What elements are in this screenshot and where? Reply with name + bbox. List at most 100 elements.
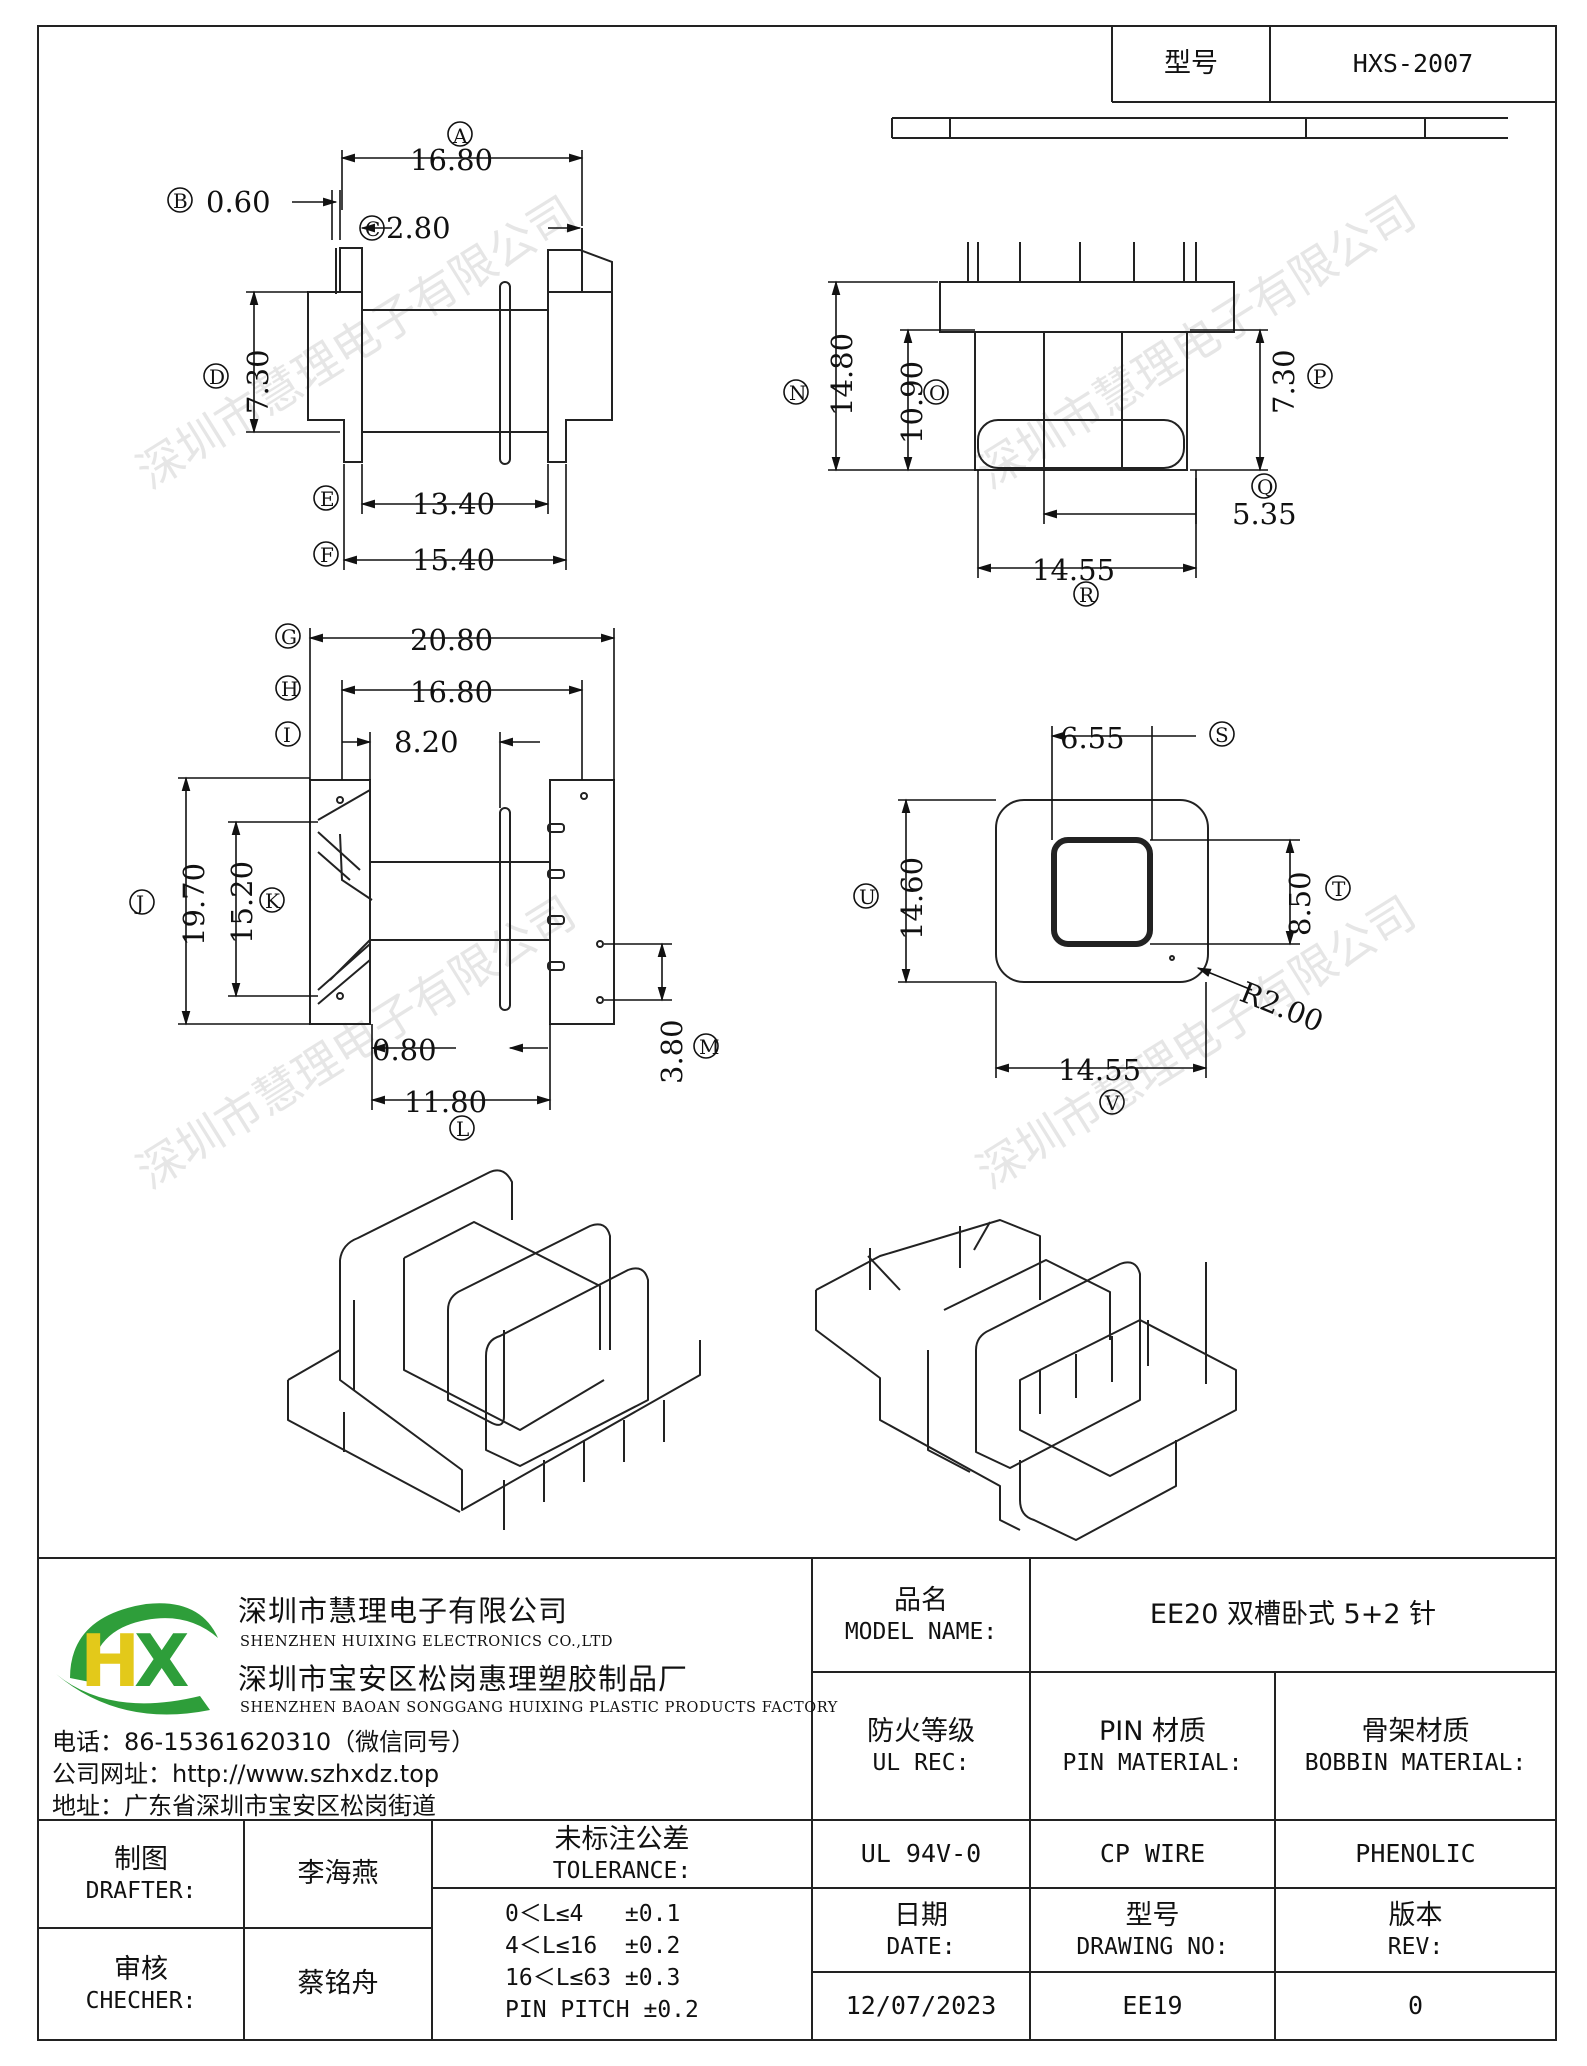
end-view-dims [898,726,1300,1078]
side-view [939,242,1235,471]
dim-a-value: 16.80 [410,143,493,177]
dim-k-value: 15.20 [225,861,259,944]
model-name-label-cn: 品名 [894,1584,948,1616]
front-view-dims [246,150,584,570]
watermark-1: 深圳市慧理电子有限公司 [127,185,585,499]
dim-letter-k: K [265,889,281,913]
model-name-label-en: MODEL NAME: [844,1618,998,1645]
factory-name-en: SHENZHEN BAOAN SONGGANG HUIXING PLASTIC … [240,1700,838,1716]
dim-g-value: 20.80 [410,623,493,657]
front-view-labels: A 16.80 B 0.60 C 2.80 D 7.30 E 13.40 F 1… [167,121,495,577]
bobbin-material-value: PHENOLIC [1355,1839,1476,1869]
bobbin-material-label: 骨架材质 BOBBIN MATERIAL: [1275,1672,1556,1820]
model-name-value: EE20 双槽卧式 5+2 针 [1149,1599,1437,1631]
watermark-2: 深圳市慧理电子有限公司 [967,185,1425,499]
dim-letter-g: G [281,625,297,649]
company-website[interactable]: 公司网址：http://www.szhxdz.top [52,1760,440,1788]
drawing-no-value: EE19 [1122,1991,1183,2021]
dim-letter-i: I [283,723,291,747]
checker-label: 审核 CHECHER: [38,1928,244,2040]
model-value: HXS-2007 [1352,49,1474,79]
logo-swoosh-bottom [56,1674,210,1715]
top-view-labels: G 20.80 H 16.80 I 8.20 J 19.70 15.20 K 0… [129,623,719,1141]
dim-letter-a: A [452,124,468,148]
model-name-label: 品名 MODEL NAME: [812,1558,1030,1672]
technical-drawing: 深圳市慧理电子有限公司 深圳市慧理电子有限公司 深圳市慧理电子有限公司 深圳市慧… [127,121,1425,1541]
dim-letter-b: B [173,189,188,213]
ul-rec-label-cn: 防火等级 [867,1715,975,1747]
checker-label-en: CHECHER: [85,1987,197,2014]
side-view-dims [828,280,1268,578]
date-label-en: DATE: [886,1933,956,1960]
company-phone: 电话：86-15361620310（微信同号） [52,1728,476,1756]
drafter-value: 李海燕 [297,1858,379,1890]
dim-letter-c: C [365,217,380,241]
logo-swoosh-top [70,1603,218,1682]
rev-label-en: REV: [1387,1933,1444,1960]
end-view-labels: 6.55 S 8.50 T U 14.60 14.55 V R2.00 [853,721,1351,1115]
dim-letter-f: F [320,543,334,567]
rev-label: 版本 REV: [1275,1888,1556,1972]
dim-r-value: 14.55 [1032,553,1115,587]
date-label-cn: 日期 [894,1899,948,1931]
dim-p-value: 7.30 [1267,349,1301,414]
tolerance-row: PIN PITCH ±0.2 [505,1997,699,2023]
drawing-no-label: 型号 DRAWING NO: [1030,1888,1275,1972]
dim-letter-v: V [1104,1091,1120,1115]
date-value: 12/07/2023 [845,1991,997,2021]
dim-letter-h: H [281,677,298,701]
dim-letter-j: J [134,891,144,915]
tolerance-row: 4＜L≤16 ±0.2 [505,1933,681,1959]
watermark-group: 深圳市慧理电子有限公司 深圳市慧理电子有限公司 深圳市慧理电子有限公司 深圳市慧… [127,185,1425,1199]
dim-q-value: 5.35 [1232,497,1297,531]
dim-letter-u: U [859,885,876,909]
drafter-label-cn: 制图 [114,1843,168,1875]
dim-o-value: 10.90 [895,361,929,444]
dim-letter-s: S [1215,723,1229,747]
dim-s-value: 6.55 [1060,721,1125,755]
rev-value: 0 [1407,1991,1424,2021]
drawing-no-label-en: DRAWING NO: [1076,1933,1229,1960]
dim-i-value: 8.20 [394,725,459,759]
model-label: 型号 [1164,48,1218,80]
dim-f-value: 15.40 [412,543,495,577]
pin-material-label-cn: PIN 材质 [1098,1715,1207,1747]
logo-letter-x: X [134,1619,190,1703]
top-view-dims [178,628,672,1110]
dim-u-value: 14.60 [895,857,929,940]
tolerance-label: 未标注公差 TOLERANCE: [432,1820,812,1888]
watermark-4: 深圳市慧理电子有限公司 [967,885,1425,1199]
company-name-cn: 深圳市慧理电子有限公司 [238,1594,569,1628]
isometric-view-left [287,1169,701,1530]
bobbin-material-label-en: BOBBIN MATERIAL: [1304,1749,1527,1776]
tolerance-label-cn: 未标注公差 [554,1823,690,1855]
dim-letter-p: P [1313,365,1326,389]
isometric-view-right [815,1219,1237,1541]
pin-material-label-en: PIN MATERIAL: [1062,1749,1243,1776]
dim-letter-m: M [699,1035,719,1059]
ul-rec-label: 防火等级 UL REC: [812,1672,1030,1820]
tolerance-row: 0＜L≤4 ±0.1 [505,1901,681,1927]
dim-v-value: 14.55 [1058,1053,1141,1087]
dim-d-value: 7.30 [241,349,275,414]
pin-material-value: CP WIRE [1099,1839,1206,1869]
company-name-en: SHENZHEN HUIXING ELECTRONICS CO.,LTD [240,1634,614,1650]
end-view [995,799,1209,983]
checker-value: 蔡铭舟 [297,1968,379,2000]
company-logo: H X [56,1603,218,1715]
dim-letter-t: T [1332,877,1346,901]
drafter-label: 制图 DRAFTER: [38,1820,244,1928]
drawing-no-label-cn: 型号 [1125,1899,1180,1931]
logo-letter-h: H [80,1619,140,1703]
tolerance-list: 0＜L≤4 ±0.1 4＜L≤16 ±0.2 16＜L≤63 ±0.3 PIN … [505,1898,699,2026]
rev-label-cn: 版本 [1388,1899,1443,1931]
date-label: 日期 DATE: [812,1888,1030,1972]
dim-n-value: 14.80 [825,333,859,416]
dim-e-value: 13.40 [412,487,495,521]
top-view [309,779,615,1025]
company-address: 地址：广东省深圳市宝安区松岗街道 [52,1792,436,1820]
tolerance-label-en: TOLERANCE: [552,1857,692,1884]
dim-letter-o: O [929,381,945,405]
